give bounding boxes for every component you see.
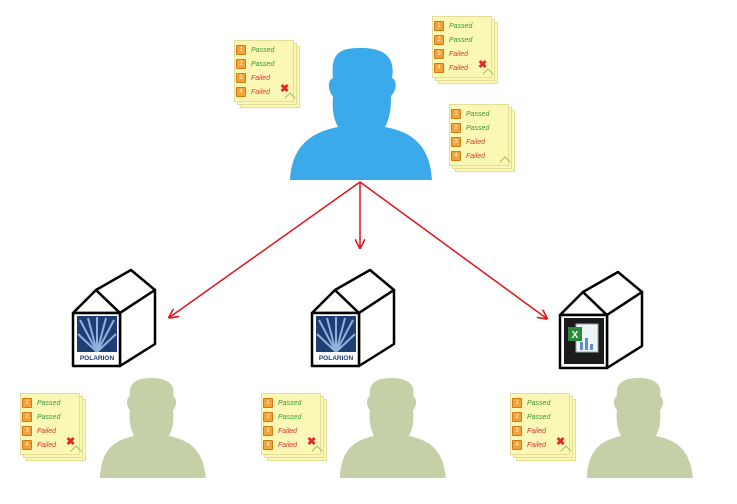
status-text: Passed [466, 124, 490, 132]
fail-x-icon: ✖ [556, 436, 566, 448]
step-number: 2 [434, 35, 444, 45]
status-text: Failed [278, 427, 298, 435]
arrow-to-repo-left [170, 181, 361, 317]
step-number: 1 [236, 45, 246, 55]
polarion-logo-text: POLARION [319, 355, 354, 362]
step-number: 4 [512, 440, 522, 450]
fail-x-icon: ✖ [478, 59, 488, 71]
status-text: Passed [251, 46, 275, 54]
status-text: Passed [449, 22, 473, 30]
step-number: 3 [512, 426, 522, 436]
step-number: 2 [236, 59, 246, 69]
polarion-logo-left: POLARION [77, 316, 117, 362]
status-text: Passed [527, 399, 551, 407]
status-text: Failed [466, 138, 486, 146]
arrow-to-repo-right [359, 181, 546, 318]
status-text: Failed [466, 152, 486, 160]
tester-person-icon-middle [340, 378, 446, 478]
status-text: Passed [466, 110, 490, 118]
tester-person-icon-right [587, 378, 693, 478]
distribution-arrows [170, 181, 546, 318]
status-text: Failed [449, 64, 469, 72]
step-number: 1 [512, 398, 522, 408]
polarion-logo-text: POLARION [80, 355, 115, 362]
status-text: Passed [278, 413, 302, 421]
step-number: 1 [22, 398, 32, 408]
status-text: Failed [527, 441, 547, 449]
step-number: 1 [434, 21, 444, 31]
step-number: 3 [236, 73, 246, 83]
svg-text:X: X [572, 330, 579, 341]
manager-person-icon [290, 48, 432, 180]
status-text: Failed [37, 441, 57, 449]
fail-x-icon: ✖ [66, 436, 76, 448]
step-number: 3 [263, 426, 273, 436]
status-text: Passed [527, 413, 551, 421]
status-text: Passed [251, 60, 275, 68]
step-number: 3 [451, 137, 461, 147]
step-number: 1 [451, 109, 461, 119]
status-text: Failed [251, 88, 271, 96]
status-text: Failed [278, 441, 298, 449]
status-text: Failed [251, 74, 271, 82]
step-number: 2 [512, 412, 522, 422]
status-text: Passed [449, 36, 473, 44]
tester-person-icon-left [100, 378, 206, 478]
step-number: 1 [263, 398, 273, 408]
step-number: 2 [451, 123, 461, 133]
step-number: 4 [451, 151, 461, 161]
status-text: Passed [37, 413, 61, 421]
status-text: Failed [449, 50, 469, 58]
step-number: 3 [434, 49, 444, 59]
step-number: 2 [22, 412, 32, 422]
step-number: 4 [236, 87, 246, 97]
step-number: 3 [22, 426, 32, 436]
fail-x-icon: ✖ [307, 436, 317, 448]
polarion-logo-middle: POLARION [316, 316, 356, 362]
step-number: 4 [263, 440, 273, 450]
step-number: 4 [434, 63, 444, 73]
status-text: Passed [37, 399, 61, 407]
step-number: 2 [263, 412, 273, 422]
fail-x-icon: ✖ [280, 83, 290, 95]
excel-logo-icon: X [564, 318, 604, 364]
step-number: 4 [22, 440, 32, 450]
status-text: Failed [527, 427, 547, 435]
status-text: Passed [278, 399, 302, 407]
status-text: Failed [37, 427, 57, 435]
